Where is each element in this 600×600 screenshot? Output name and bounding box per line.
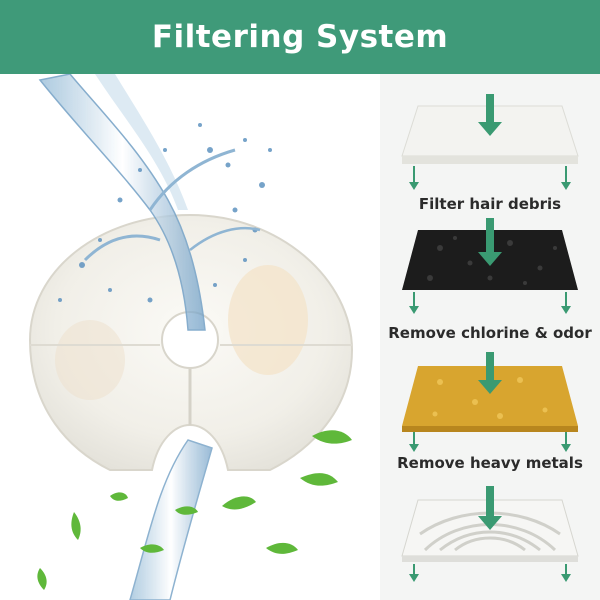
layer-caption-chlorine: Remove chlorine & odor [388, 324, 592, 342]
water-splash-icon [38, 74, 272, 600]
filter-disc-icon [28, 213, 354, 471]
activated-carbon-layer-icon [402, 218, 578, 314]
cotton-filter-layer-icon [401, 94, 579, 190]
page-title: Filtering System [151, 19, 449, 55]
layer-caption-hair: Filter hair debris [418, 195, 562, 213]
mesh-filter-layer-icon [401, 486, 579, 582]
ion-resin-layer-icon [402, 352, 578, 452]
layer-caption-metals: Remove heavy metals [397, 454, 583, 472]
filter-illustration [28, 74, 354, 600]
header-banner: Filtering System [0, 0, 600, 74]
leaf-icon [37, 430, 352, 590]
